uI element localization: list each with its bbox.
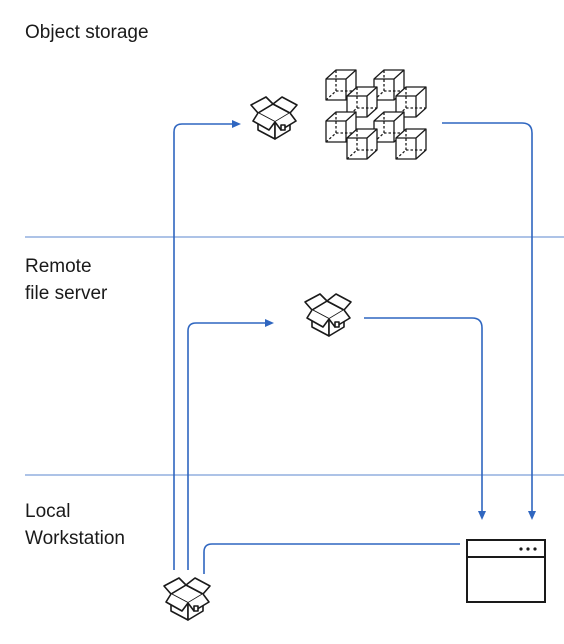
cube-icon [395, 128, 427, 160]
arrow-local-to-file-server [187, 322, 266, 570]
arrowhead-object-storage [232, 120, 241, 128]
arrowhead-app-from-file-server [478, 511, 486, 520]
tier-label-object-storage: Object storage [25, 22, 149, 43]
tier-label-remote-file-server: Remote file server [25, 256, 108, 304]
cube-icon [346, 128, 378, 160]
object-cluster [325, 69, 427, 160]
open-box-icon [304, 293, 352, 337]
browser-window-icon [466, 539, 546, 603]
arrowhead-file-server [265, 319, 274, 327]
line-local-to-app [203, 543, 460, 574]
open-box-icon [250, 96, 298, 140]
arrow-file-server-to-app [364, 317, 483, 512]
arrow-object-storage-to-app [442, 122, 533, 512]
tier-label-local-workstation: Local Workstation [25, 501, 125, 549]
arrowhead-app-from-object-storage [528, 511, 536, 520]
open-box-icon [163, 577, 211, 621]
arrow-local-to-object-storage [173, 123, 233, 570]
